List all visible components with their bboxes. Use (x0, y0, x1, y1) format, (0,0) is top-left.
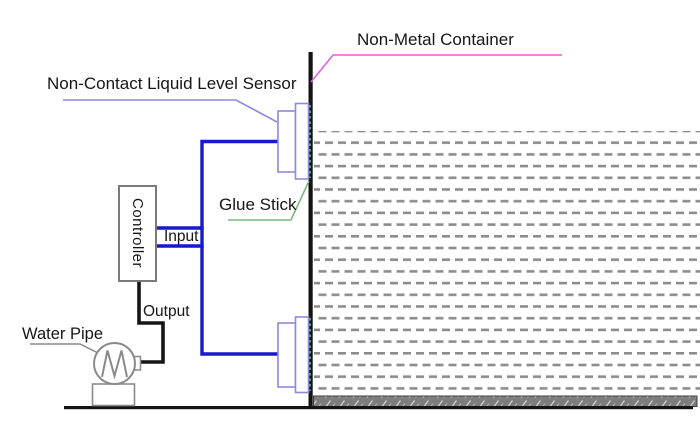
controller-label: Controller (129, 198, 146, 269)
top-sensor-head (294, 102, 310, 180)
container-leader-line (310, 54, 562, 83)
container-floor-hatch (313, 395, 698, 407)
input-label: Input (164, 228, 199, 245)
glue-leader-line (228, 180, 310, 221)
container-wall (308, 52, 313, 408)
sensor-wire-bottom (157, 244, 278, 356)
sensor-wire-top (157, 139, 278, 230)
ground-line (64, 406, 693, 410)
water-pipe-label: Water Pipe (22, 325, 104, 343)
water-pump-icon (93, 342, 136, 385)
glue-stick-label: Glue Stick (219, 195, 297, 214)
bottom-sensor-head (294, 316, 310, 394)
sensor-leader-line (63, 99, 278, 123)
liquid-region (314, 131, 700, 396)
water-pipe-leader-line (30, 343, 101, 355)
pump-base (91, 383, 136, 407)
controller-box: Controller (118, 185, 157, 282)
non-contact-sensor-label: Non-Contact Liquid Level Sensor (47, 74, 297, 93)
output-wire (137, 281, 165, 364)
top-sensor-body (277, 110, 297, 173)
non-metal-container-label: Non-Metal Container (357, 30, 514, 49)
output-label: Output (143, 303, 190, 320)
pump-impeller-icon (101, 350, 128, 380)
bottom-sensor-body (277, 322, 297, 388)
